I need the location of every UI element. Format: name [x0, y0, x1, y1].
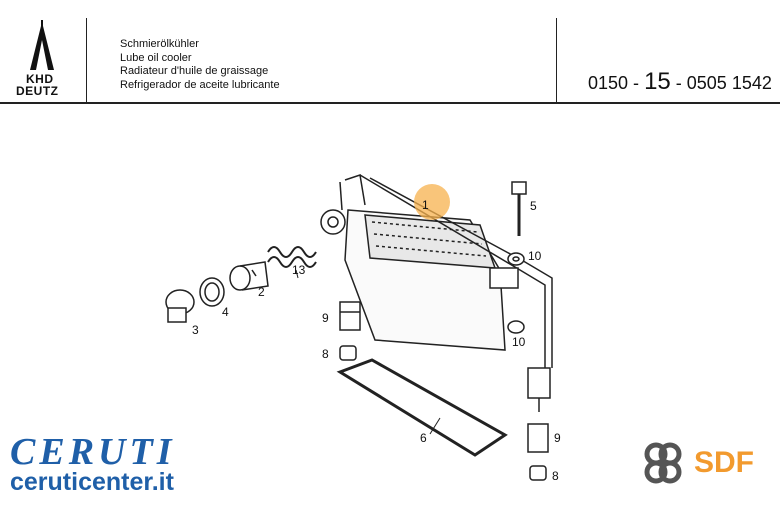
- brand-khd: KHD: [26, 72, 54, 86]
- title-es: Refrigerador de aceite lubricante: [120, 78, 280, 91]
- callout-10-top: 10: [528, 249, 542, 263]
- title-fr: Radiateur d'huile de graissage: [120, 65, 269, 77]
- bolt: [511, 181, 527, 236]
- callout-8-left: 8: [322, 347, 329, 361]
- washer-bottom: [507, 320, 525, 334]
- callout-13: 13: [292, 263, 306, 277]
- nut-right: [529, 465, 547, 481]
- callout-6: 6: [420, 431, 427, 445]
- callout-5: 5: [530, 199, 537, 213]
- sdf-logo-icon: [644, 442, 682, 484]
- header-divider-left: [86, 18, 87, 102]
- callout-10-bottom: 10: [512, 335, 526, 349]
- header-rule: [0, 102, 780, 104]
- callout-8-right: 8: [552, 469, 559, 483]
- part-number-prefix: 0150 -: [588, 73, 640, 93]
- callout-3: 3: [192, 323, 199, 337]
- callout-2: 2: [258, 285, 265, 299]
- pipe-fitting-right: [527, 367, 551, 412]
- sdf-text: SDF: [694, 446, 754, 479]
- title-de: Schmierölkühler: [120, 38, 199, 50]
- valve-piston: [229, 261, 269, 291]
- part-titles: Schmierölkühler Lube oil cooler Radiateu…: [120, 38, 280, 92]
- khd-deutz-logo-icon: [30, 20, 54, 70]
- spring: [267, 246, 317, 279]
- callout-9-right: 9: [554, 431, 561, 445]
- callout-4: 4: [222, 305, 229, 319]
- o-ring: [199, 277, 225, 307]
- drawing-header: KHD DEUTZ Schmierölkühler Lube oil coole…: [0, 0, 780, 104]
- screw-plug: [165, 289, 195, 323]
- exploded-diagram: 1 2 3 4 5 6 8 9 10 13 10 9 8: [165, 174, 561, 483]
- part-number-main: 15: [644, 68, 671, 95]
- ceruti-url: ceruticenter.it: [10, 468, 174, 496]
- header-divider-right: [556, 18, 557, 102]
- washer-top: [507, 252, 525, 266]
- title-en: Lube oil cooler: [120, 51, 192, 64]
- highlight-marker-icon: [414, 184, 450, 220]
- callout-9-left: 9: [322, 311, 329, 325]
- union-fitting-left: [339, 301, 361, 331]
- oil-cooler-body: [320, 174, 553, 370]
- part-number-suffix: - 0505 1542: [675, 73, 772, 93]
- union-fitting-right: [527, 423, 549, 453]
- part-number: 0150 - 15 - 0505 1542: [588, 68, 772, 96]
- ceruti-logo: CERUTI: [10, 431, 176, 473]
- brand-deutz: DEUTZ: [16, 84, 59, 98]
- gasket: [336, 358, 508, 457]
- nut-left: [339, 345, 357, 361]
- callout-1: 1: [422, 198, 429, 212]
